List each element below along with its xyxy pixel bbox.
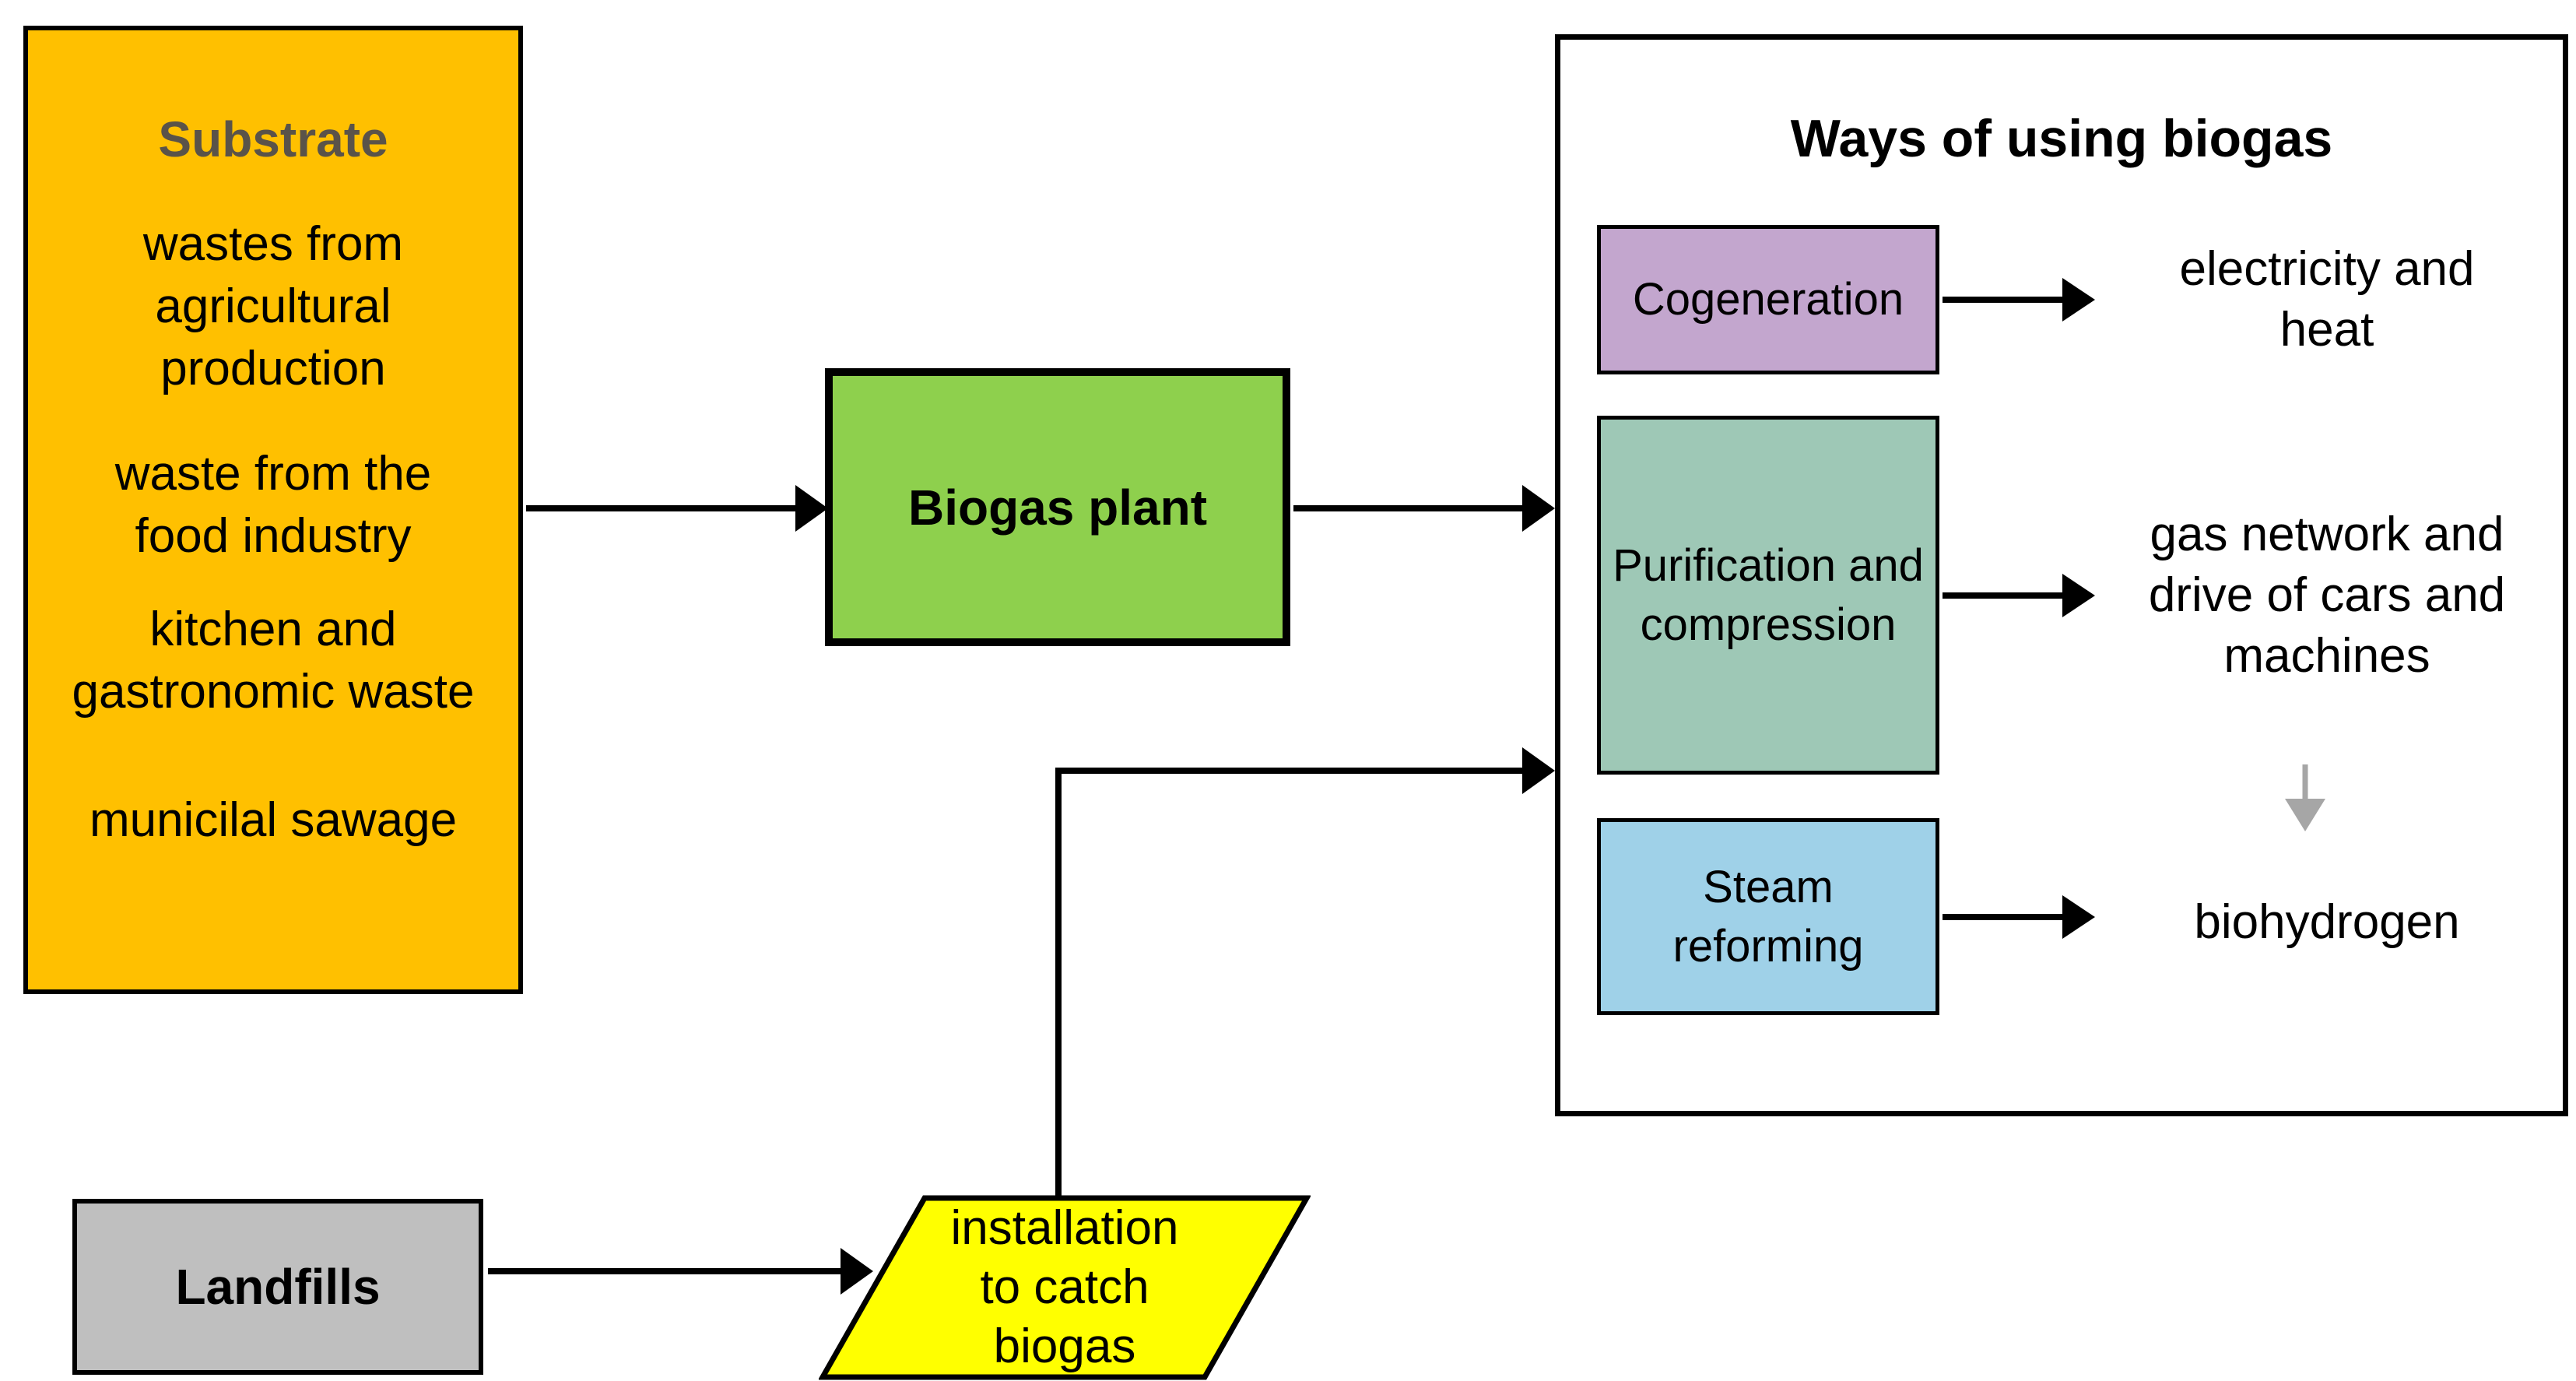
biogas-plant-label: Biogas plant (907, 479, 1208, 536)
landfills-box: Landfills (72, 1199, 483, 1375)
substrate-item-municipal-sewage: municilal sawage (89, 793, 458, 847)
purification-compression-box: Purification and compression (1597, 416, 1939, 775)
output-biohydrogen: biohydrogen (2194, 895, 2460, 949)
arrow-substrate-to-biogas-plant (526, 485, 828, 532)
substrate-item-agricultural: wastes from agricultural production (142, 217, 404, 395)
biogas-plant-box: Biogas plant (825, 368, 1290, 646)
landfills-label: Landfills (175, 1259, 381, 1315)
installation-parallelogram: installation to catch biogas (819, 1194, 1311, 1381)
substrate-item-food-industry: waste from the food industry (114, 447, 432, 563)
arrow-installation-to-ways (1055, 747, 1555, 1199)
steam-reforming-label: Steam reforming (1672, 861, 1864, 972)
arrow-landfills-to-installation (488, 1248, 873, 1295)
substrate-title: Substrate (158, 111, 388, 167)
ways-of-using-biogas-title: Ways of using biogas (1790, 109, 2333, 168)
substrate-box: Substrate wastes from agricultural produ… (23, 26, 523, 994)
cogeneration-label: Cogeneration (1632, 274, 1904, 325)
purification-compression-label: Purification and compression (1613, 539, 1924, 650)
installation-label: installation to catch biogas (950, 1201, 1179, 1373)
arrow-biogas-plant-to-ways (1293, 485, 1555, 532)
output-electricity-and-heat: electricity and heat (2179, 242, 2475, 357)
steam-reforming-box: Steam reforming (1597, 818, 1939, 1015)
substrate-item-kitchen: kitchen and gastronomic waste (72, 603, 475, 719)
cogeneration-box: Cogeneration (1597, 225, 1939, 374)
ways-of-using-biogas-panel: Ways of using biogas Cogeneration Purifi… (1555, 34, 2568, 1116)
output-gas-network: gas network and drive of cars and machin… (2148, 508, 2506, 683)
